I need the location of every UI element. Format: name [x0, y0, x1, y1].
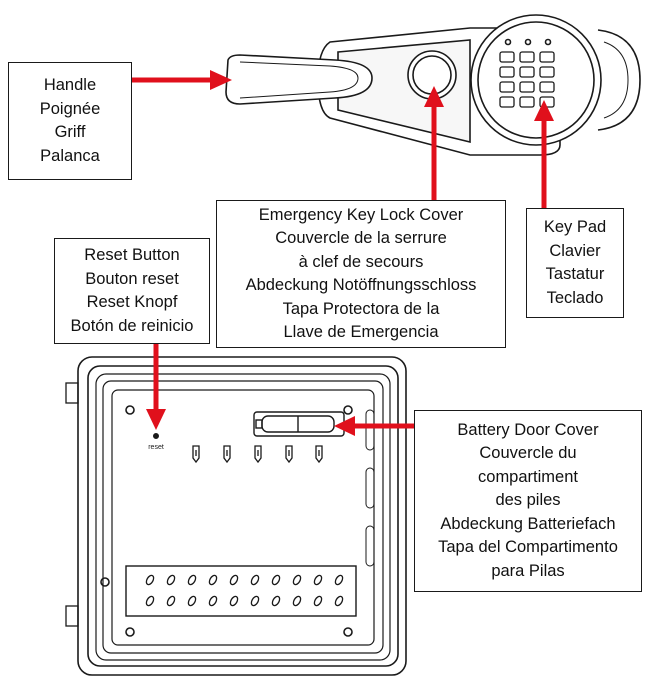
emergency-label-en: Emergency Key Lock Cover	[258, 205, 464, 224]
reset-button	[153, 432, 160, 439]
handle-label-es: Palanca	[40, 146, 100, 165]
keypad-callout: Key Pad Clavier Tastatur Teclado	[526, 208, 624, 318]
reset-label-en: Reset Button	[84, 246, 180, 264]
keypad-label-es: Teclado	[546, 288, 604, 307]
battery-label-es-2: para Pilas	[491, 561, 565, 580]
safe-door	[65, 356, 407, 676]
battery-door-callout: Battery Door Cover Couvercle du comparti…	[414, 410, 642, 592]
emergency-label-de: Abdeckung Notöffnungsschloss	[245, 276, 477, 294]
battery-label-fr-2: compartiment	[478, 467, 578, 486]
emergency-key-lock-callout: Emergency Key Lock Cover Couvercle de la…	[216, 200, 506, 348]
battery-label-es-1: Tapa del Compartimento	[438, 538, 618, 557]
emergency-label-fr-2: à clef de secours	[298, 252, 424, 271]
emergency-label-fr-1: Couvercle de la serrure	[275, 229, 447, 247]
emergency-label-es-2: Llave de Emergencia	[283, 323, 439, 341]
handle-arrowhead	[210, 70, 232, 90]
battery-compartment	[253, 411, 345, 437]
latch-row	[192, 445, 323, 464]
keypad-housing	[470, 14, 602, 146]
emergency-label-es-1: Tapa Protectora de la	[282, 299, 440, 318]
keypad-label-de: Tastatur	[545, 265, 605, 283]
keypad-arrowhead	[534, 100, 554, 121]
handle-callout: Handle Poignée Griff Palanca	[8, 62, 132, 180]
battery-label-en: Battery Door Cover	[457, 420, 599, 439]
handle-label-fr: Poignée	[39, 99, 101, 118]
reset-label-es: Botón de reinicio	[70, 316, 194, 335]
battery-arrowhead	[334, 416, 355, 436]
battery-label-de: Abdeckung Batteriefach	[440, 514, 616, 533]
reset-label: reset	[148, 444, 164, 451]
vent-slots	[145, 574, 344, 607]
emergency-arrowhead	[424, 86, 444, 107]
lock-assembly	[225, 14, 641, 156]
reset-button-callout: Reset Button Bouton reset Reset Knopf Bo…	[54, 238, 210, 344]
reset-label-fr: Bouton reset	[85, 269, 179, 288]
handle-label-en: Handle	[43, 76, 97, 94]
keypad-label-en: Key Pad	[543, 218, 607, 236]
keypad-buttons	[499, 51, 555, 108]
handle-label-de: Griff	[54, 123, 86, 141]
reset-label-de: Reset Knopf	[86, 293, 178, 311]
vent-panel	[125, 565, 357, 617]
reset-arrowhead	[146, 409, 166, 430]
keypad-label-fr: Clavier	[549, 241, 601, 260]
battery-label-fr-1: Couvercle du	[479, 444, 577, 463]
pointer-arrows	[132, 70, 554, 436]
battery-label-fr-3: des piles	[495, 491, 561, 510]
